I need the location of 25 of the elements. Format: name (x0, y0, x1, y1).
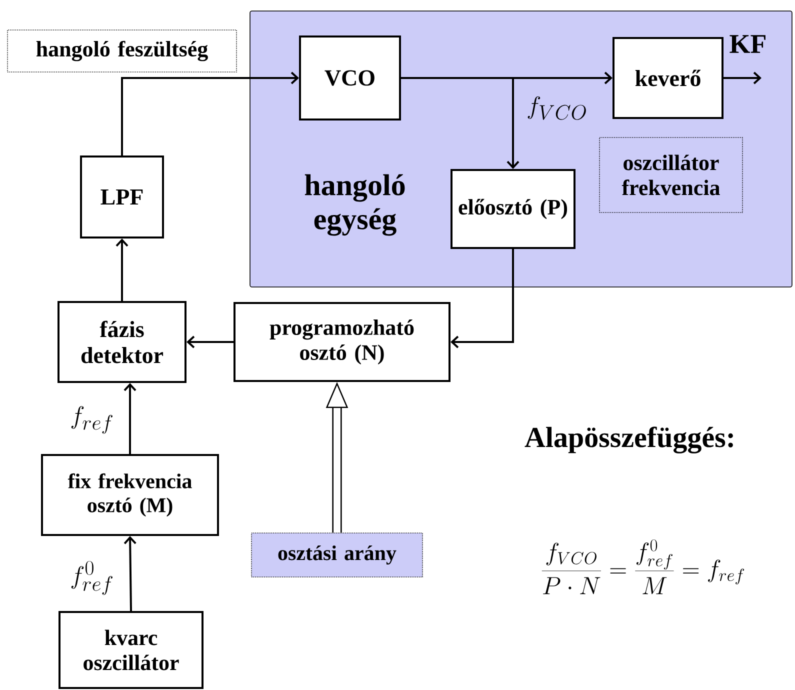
edge-label: $f_{VCO}$ (528, 96, 586, 120)
block-box: programozható osztó (N) (234, 302, 450, 382)
block-box: előosztó (P) (450, 169, 576, 249)
heading: Alapösszefüggés: (524, 426, 733, 454)
input-box: osztási arány (251, 532, 423, 578)
arrow (724, 72, 762, 84)
block-box: LPF (80, 156, 164, 238)
block-box: fix frekvencia osztó (M) (41, 454, 219, 536)
arrow (124, 536, 136, 611)
edge-label: $f_{ref}^{0}$ (71, 560, 112, 595)
block-box: kvarc oszcillátor (58, 611, 204, 689)
block-box: VCO (299, 36, 401, 120)
note-box: hangoló feszültség (7, 30, 237, 72)
arrow (450, 249, 514, 348)
formula: $\frac{f_{VCO}}{P\cdot N}=\frac{f_{ref}^{0}}{M}=f_{ref}$ (542, 540, 744, 594)
arrow (124, 383, 136, 454)
arrow (401, 77, 520, 169)
note-box: oszcillátor frekvencia (599, 137, 743, 213)
edge-label: KF (730, 35, 766, 53)
arrow (186, 336, 234, 348)
edge-label: $f_{ref}$ (71, 406, 112, 434)
arrow (116, 238, 128, 301)
block-box: keverő (612, 37, 724, 119)
arrow (121, 72, 300, 156)
block-box: fázis detektor (58, 301, 186, 383)
